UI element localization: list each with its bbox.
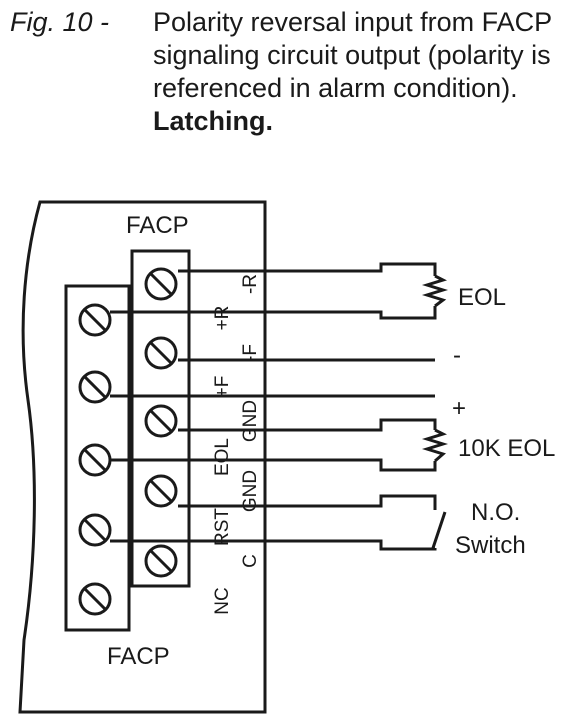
terminal-label-9: C bbox=[240, 554, 261, 568]
terminal-label-7: GND bbox=[240, 470, 261, 512]
switch-label-line2: Switch bbox=[455, 532, 526, 559]
figure-caption: Fig. 10 - Polarity reversal input from F… bbox=[0, 0, 585, 160]
terminal-label-1: -R bbox=[240, 274, 261, 294]
left-screw-2-slot bbox=[83, 375, 107, 399]
eol-resistor bbox=[421, 274, 449, 308]
caption-body: Polarity reversal input from FACP signal… bbox=[153, 6, 583, 138]
right-screw-4-slot bbox=[149, 479, 173, 503]
right-screw-2-slot bbox=[149, 341, 173, 365]
switch-blade bbox=[431, 511, 447, 549]
terminal-label-8: RST bbox=[212, 508, 233, 546]
left-screw-1-slot bbox=[83, 308, 107, 332]
switch-label-line1: N.O. bbox=[471, 499, 520, 526]
right-screw-5-slot bbox=[149, 549, 173, 573]
right-screw-1-slot bbox=[149, 272, 173, 296]
plus-label: + bbox=[452, 395, 466, 422]
left-terminal-block bbox=[64, 284, 131, 632]
wire-eol bbox=[110, 458, 437, 472]
figure-label: Fig. 10 - bbox=[10, 7, 110, 37]
minus-label: - bbox=[453, 342, 461, 369]
panel-outline bbox=[18, 200, 267, 714]
terminal-label-nc: NC bbox=[212, 587, 233, 614]
left-screw-5-slot bbox=[83, 587, 107, 611]
terminal-label-4: +F bbox=[212, 376, 233, 399]
caption-emphasis: Latching. bbox=[153, 106, 273, 136]
right-terminal-block bbox=[130, 249, 191, 588]
left-screw-4-slot bbox=[83, 518, 107, 542]
ten-k-eol-label: 10K EOL bbox=[458, 435, 555, 462]
wire-plus-r bbox=[110, 306, 437, 320]
left-screw-3-slot bbox=[83, 448, 107, 472]
eol-label: EOL bbox=[458, 284, 506, 311]
right-screw-3-slot bbox=[149, 409, 173, 433]
terminal-label-3: -F bbox=[240, 344, 261, 362]
panel-bottom-label: FACP bbox=[107, 643, 170, 670]
wire-switch-gnd bbox=[178, 494, 437, 510]
terminal-label-6: EOL bbox=[212, 438, 233, 476]
ten-k-eol-resistor bbox=[421, 428, 449, 463]
wire-minus-r bbox=[178, 262, 437, 276]
terminal-label-2: +R bbox=[212, 306, 233, 331]
wire-gnd bbox=[178, 418, 437, 432]
caption-text: Polarity reversal input from FACP signal… bbox=[153, 7, 552, 103]
panel-top-label: FACP bbox=[126, 212, 189, 239]
wire-switch-rst bbox=[110, 539, 437, 551]
terminal-label-5: GND bbox=[240, 400, 261, 442]
